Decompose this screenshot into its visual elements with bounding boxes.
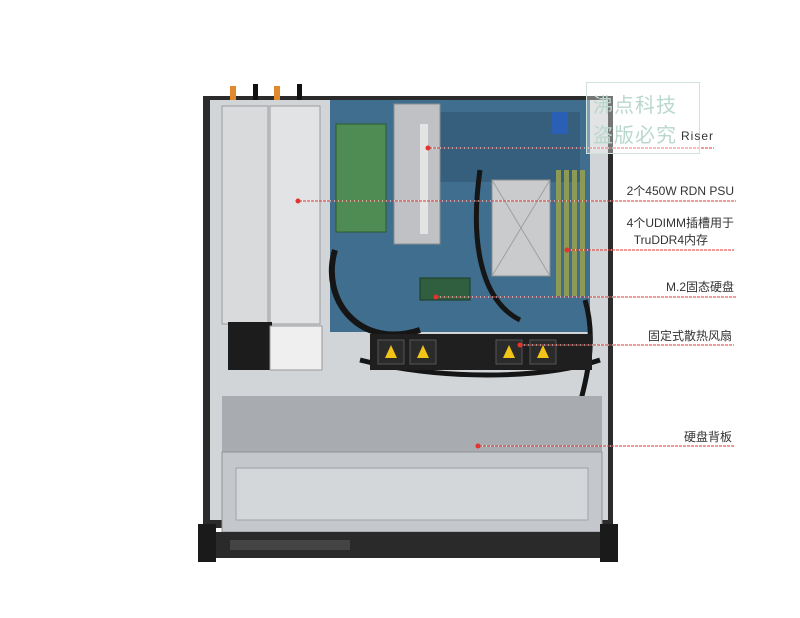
watermark-line-2: 盗版必究 xyxy=(593,123,677,147)
m2-ssd xyxy=(419,277,471,301)
psu-base xyxy=(269,325,323,371)
dimm-slot-4 xyxy=(580,170,585,296)
callout-dot-riser xyxy=(425,145,431,151)
callout-label-riser: Riser xyxy=(680,129,714,143)
watermark: 沸点科技 盗版必究 xyxy=(586,82,700,154)
psu-connector-block xyxy=(228,322,272,370)
callout-dot-m2 xyxy=(433,294,439,300)
riser-card xyxy=(335,123,387,233)
psu-handle-black-2 xyxy=(297,84,302,100)
callout-label-fans: 固定式散热风扇 xyxy=(647,329,732,343)
cable-loop-2 xyxy=(473,169,522,323)
blue-connector xyxy=(552,112,568,134)
fan-4-warning-icon xyxy=(537,345,549,358)
callout-dot-udimm xyxy=(564,247,570,253)
callout-label-m2: M.2固态硬盘 xyxy=(665,280,734,294)
psu-unit-2 xyxy=(269,105,321,325)
dimm-slot-2 xyxy=(564,170,569,296)
callout-label-udimm-line1: 4个UDIMM插槽用于 xyxy=(626,216,734,230)
heatsink-diagonal-2 xyxy=(491,179,551,277)
callout-dot-backplane xyxy=(475,443,481,449)
callout-label-backplane: 硬盘背板 xyxy=(683,430,732,444)
drive-cage-inner xyxy=(235,467,589,521)
callout-label-udimm-line2: TruDDR4内存 xyxy=(633,233,708,247)
callout-label-psu: 2个450W RDN PSU xyxy=(626,184,734,198)
watermark-line-1: 沸点科技 xyxy=(593,93,677,117)
fan-1-warning-icon xyxy=(385,345,397,358)
psu-handle-orange-2 xyxy=(274,86,280,100)
fan-2-warning-icon xyxy=(417,345,429,358)
front-bezel-handle-left xyxy=(198,524,216,562)
dimm-slot-3 xyxy=(572,170,577,296)
callout-dots xyxy=(295,145,570,449)
riser-bracket xyxy=(393,103,441,245)
psu-unit-1 xyxy=(221,105,269,325)
psu-handle-black-1 xyxy=(253,84,258,100)
psu-handle-orange xyxy=(230,86,236,100)
riser-slot xyxy=(420,124,428,234)
drive-bay-area xyxy=(222,396,602,452)
callout-dot-psu xyxy=(295,198,301,204)
callout-dot-fans xyxy=(517,342,523,348)
fan-3-warning-icon xyxy=(503,345,515,358)
front-bezel-handle-right xyxy=(600,524,618,562)
front-bezel-vent xyxy=(230,540,350,550)
dimm-slot-1 xyxy=(556,170,561,296)
